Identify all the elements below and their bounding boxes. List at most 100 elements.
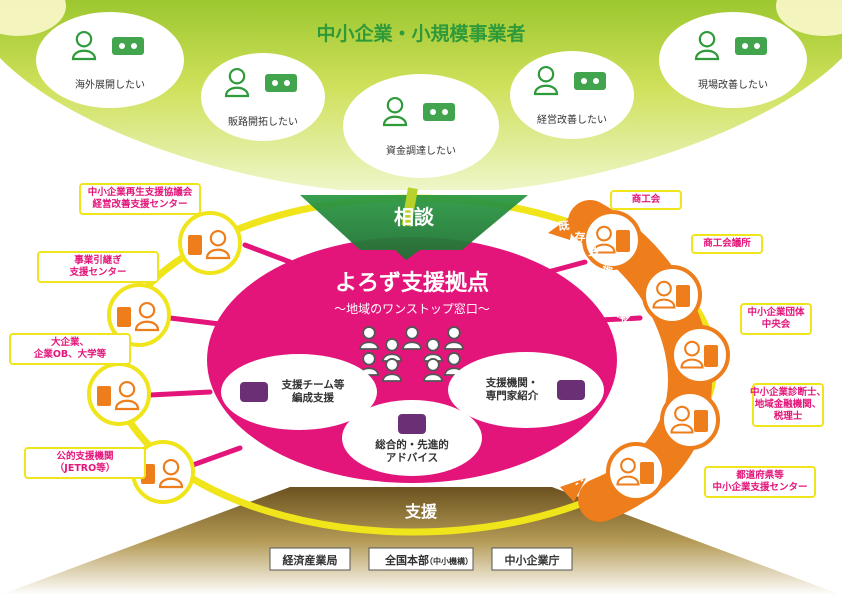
arc-label-char: 支 xyxy=(587,244,603,260)
partner-label-box xyxy=(704,466,816,498)
org-box xyxy=(368,547,474,571)
hub-member-icon-head xyxy=(447,326,461,340)
person-icon xyxy=(224,67,250,98)
hub-function-2: 支援機関・専門家紹介 xyxy=(448,352,604,428)
person-icon-head xyxy=(118,380,136,398)
handshake-icon xyxy=(557,380,585,400)
bottom-base xyxy=(0,487,842,595)
partner-label: 大企業、 xyxy=(51,336,89,348)
hub-function-label: 総合的・先進的 xyxy=(375,438,449,451)
person-icon xyxy=(616,457,640,486)
partner-label: 支援センター xyxy=(68,266,126,278)
partner-label: 税理士 xyxy=(774,410,803,422)
person-icon-body xyxy=(114,399,140,411)
partner-label: 中小企業支援センター xyxy=(712,481,807,493)
partner-circle xyxy=(606,442,666,502)
hub-member-icon xyxy=(444,326,464,350)
person-icon-head xyxy=(162,458,180,476)
hub-member-icon xyxy=(359,352,379,376)
person-icon-body xyxy=(533,84,559,96)
arrow-exclaim xyxy=(401,187,418,227)
hub-function-bg xyxy=(342,400,482,476)
person-icon-head xyxy=(674,405,690,422)
need-label: 海外展開したい xyxy=(75,78,145,91)
arc-label-char: 既 xyxy=(557,219,570,234)
partner-label-box xyxy=(610,190,682,210)
spokes xyxy=(147,242,643,469)
partner-label: 事業引継ぎ xyxy=(74,254,122,266)
forklift-icon xyxy=(735,37,767,55)
partner-label: 中小企業診断士、 xyxy=(750,386,826,398)
left-partner-4: 公的支援機関（JETRO等） xyxy=(24,440,195,504)
person-icon-body xyxy=(652,298,676,309)
person-icon xyxy=(134,301,160,332)
person-icon-head xyxy=(138,301,156,319)
team-icon xyxy=(240,382,268,402)
person-icon-body xyxy=(205,248,231,260)
partner-label: 中小企業団体 xyxy=(747,306,805,318)
need-bubble-5: 現場改善したい xyxy=(659,12,807,108)
conveyor-icon-shape xyxy=(265,74,297,92)
hub-function-label: 編成支援 xyxy=(292,391,334,404)
arc-label-char: を xyxy=(619,334,636,351)
person-icon xyxy=(680,340,704,369)
person-icon-body xyxy=(680,358,704,369)
person-icon xyxy=(114,380,140,411)
person-icon-body xyxy=(694,49,720,61)
partner-circle xyxy=(670,325,730,385)
partner-label: 商工会 xyxy=(632,193,661,205)
consult-arrow xyxy=(300,195,528,260)
arc-label-char: 存 xyxy=(574,230,585,244)
forklift-icon-dot xyxy=(754,43,760,49)
partner-label-box xyxy=(740,303,812,335)
partner-label-box xyxy=(79,183,201,215)
handshake-icon-shape xyxy=(557,380,585,400)
hub-function-label: 支援機関・ xyxy=(485,376,539,389)
need-bubble-4: 経営改善したい xyxy=(510,51,634,139)
person-icon-body xyxy=(592,243,616,254)
need-label: 資金調達したい xyxy=(386,144,456,157)
partner-circle xyxy=(582,210,642,270)
person-icon-head xyxy=(698,30,716,48)
money-bags-icon-shape xyxy=(423,103,455,121)
person-icon xyxy=(71,30,97,61)
org-box xyxy=(269,547,351,571)
person-icon-body xyxy=(158,477,184,489)
meeting-icon-shape xyxy=(398,414,426,434)
person-icon xyxy=(533,65,559,96)
money-bags-icon xyxy=(423,103,455,121)
partner-label: 都道府県等 xyxy=(735,469,784,481)
conveyor-icon xyxy=(265,74,297,92)
consult-label: 相談 xyxy=(394,205,435,229)
hub-member-icon-head xyxy=(385,358,399,372)
partner-label-box xyxy=(691,234,763,254)
support-label: 支援 xyxy=(404,502,438,521)
partner-icon xyxy=(188,235,202,255)
partner-circle xyxy=(642,265,702,325)
person-icon-head xyxy=(228,67,246,85)
arc-label-char: 含 xyxy=(619,359,637,377)
growth-chart-icon-dot xyxy=(593,78,599,84)
arc-inner-line xyxy=(559,239,641,486)
hub-title: よろず支援拠点 xyxy=(335,270,489,296)
partner-icon xyxy=(640,462,654,484)
person-icon-body xyxy=(382,115,408,127)
hub-member-icon-head xyxy=(362,352,376,366)
left-partner-3: 大企業、企業OB、大学等 xyxy=(9,333,151,426)
need-bubble-bg xyxy=(659,12,807,108)
partner-circle xyxy=(660,390,720,450)
person-icon-body xyxy=(616,475,640,486)
hub-function-bg xyxy=(448,352,604,428)
org-name: 経済産業局 xyxy=(283,553,338,567)
person-icon-head xyxy=(656,280,672,297)
partner-label: 公的支援機関 xyxy=(56,450,113,462)
partner-icon xyxy=(704,345,718,367)
partner-icon xyxy=(97,386,111,406)
globe-icon xyxy=(112,37,144,55)
